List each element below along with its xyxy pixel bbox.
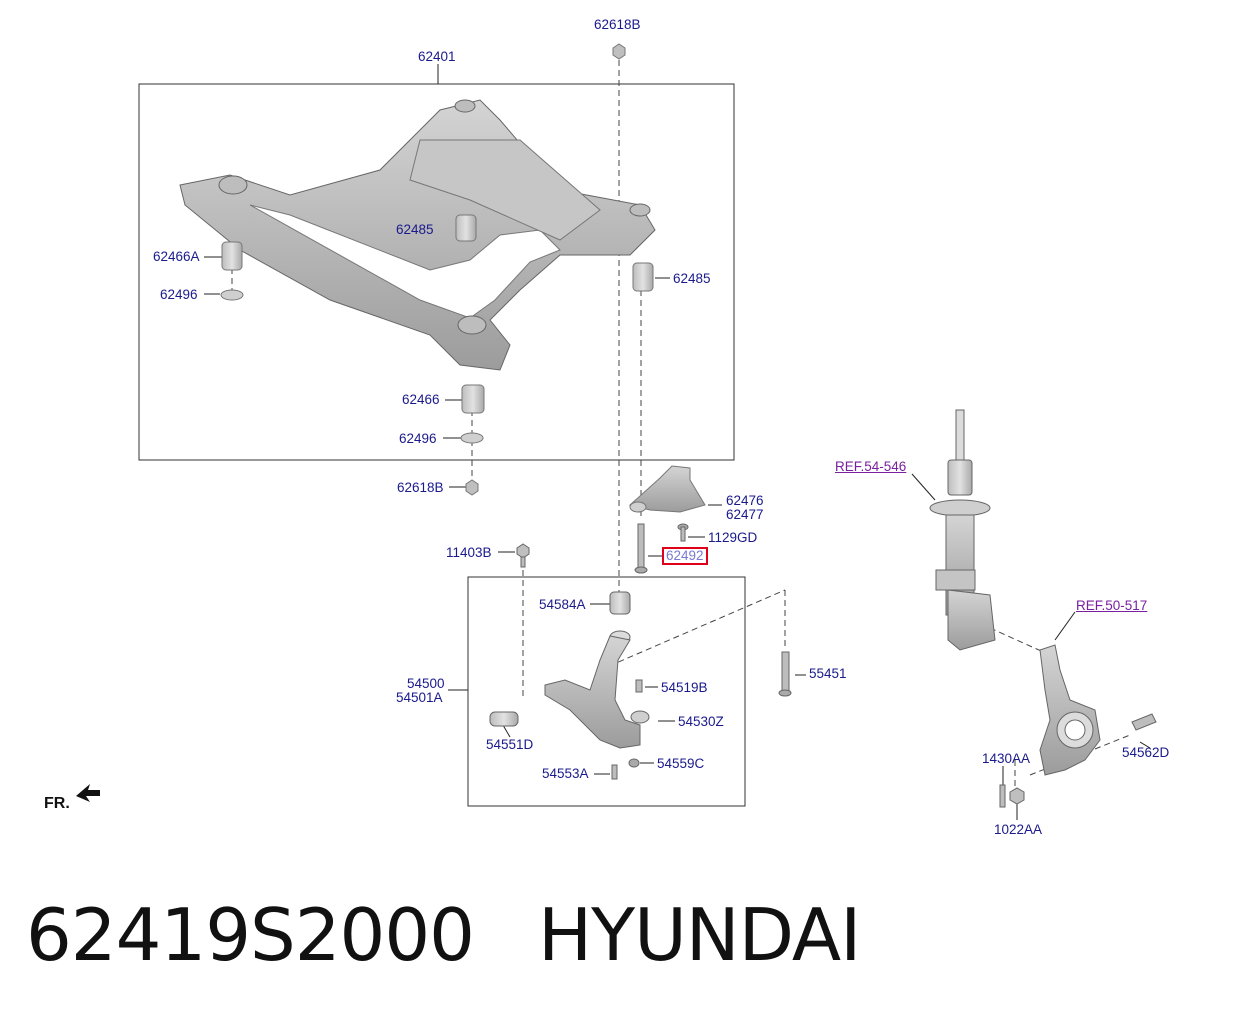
ref-knuckle-link[interactable]: REF.50-517 xyxy=(1076,598,1148,613)
label-54519B[interactable]: 54519B xyxy=(661,680,708,695)
ref-strut-link[interactable]: REF.54-546 xyxy=(835,459,907,474)
strut-assembly xyxy=(929,409,996,651)
lower-arm-group-box xyxy=(467,576,746,807)
label-62618B-top[interactable]: 62618B xyxy=(594,17,641,32)
label-55451[interactable]: 55451 xyxy=(809,666,847,681)
part-caption: 62419S2000 HYUNDAI xyxy=(26,893,861,977)
bushings-and-fasteners xyxy=(220,43,654,496)
label-54500[interactable]: 54500 xyxy=(407,676,445,691)
label-54559C[interactable]: 54559C xyxy=(657,756,705,771)
front-marker: FR. xyxy=(44,795,70,812)
label-62401[interactable]: 62401 xyxy=(418,49,456,64)
label-62492-highlighted[interactable]: 62492 xyxy=(662,547,708,565)
label-62496-a[interactable]: 62496 xyxy=(160,287,198,302)
subframe-group-box xyxy=(138,83,735,461)
label-62496-b[interactable]: 62496 xyxy=(399,431,437,446)
bracket-62476 xyxy=(628,465,706,513)
label-54501A[interactable]: 54501A xyxy=(396,690,443,705)
label-54553A[interactable]: 54553A xyxy=(542,766,589,781)
label-1129GD[interactable]: 1129GD xyxy=(708,530,758,545)
label-62476[interactable]: 62476 xyxy=(726,493,764,508)
steering-knuckle xyxy=(999,644,1157,808)
label-62466[interactable]: 62466 xyxy=(402,392,440,407)
label-54530Z[interactable]: 54530Z xyxy=(678,714,724,729)
lower-control-arm xyxy=(489,591,650,768)
label-54551D[interactable]: 54551D xyxy=(486,737,534,752)
parts-diagram xyxy=(76,43,1157,820)
label-11403B[interactable]: 11403B xyxy=(446,545,492,560)
front-subframe xyxy=(179,99,656,371)
brand-name: HYUNDAI xyxy=(537,893,861,977)
label-62618B-bottom[interactable]: 62618B xyxy=(397,480,444,495)
label-62477[interactable]: 62477 xyxy=(726,507,764,522)
bolts xyxy=(516,523,792,780)
label-1430AA[interactable]: 1430AA xyxy=(982,751,1031,766)
label-1022AA[interactable]: 1022AA xyxy=(994,822,1043,837)
leader-lines xyxy=(204,64,1151,820)
part-number: 62419S2000 xyxy=(26,893,475,977)
front-arrow-icon xyxy=(76,784,100,802)
label-62485-a[interactable]: 62485 xyxy=(396,222,434,237)
label-62466A[interactable]: 62466A xyxy=(153,249,200,264)
label-62485-b[interactable]: 62485 xyxy=(673,271,711,286)
label-54584A[interactable]: 54584A xyxy=(539,597,586,612)
label-54562D[interactable]: 54562D xyxy=(1122,745,1170,760)
